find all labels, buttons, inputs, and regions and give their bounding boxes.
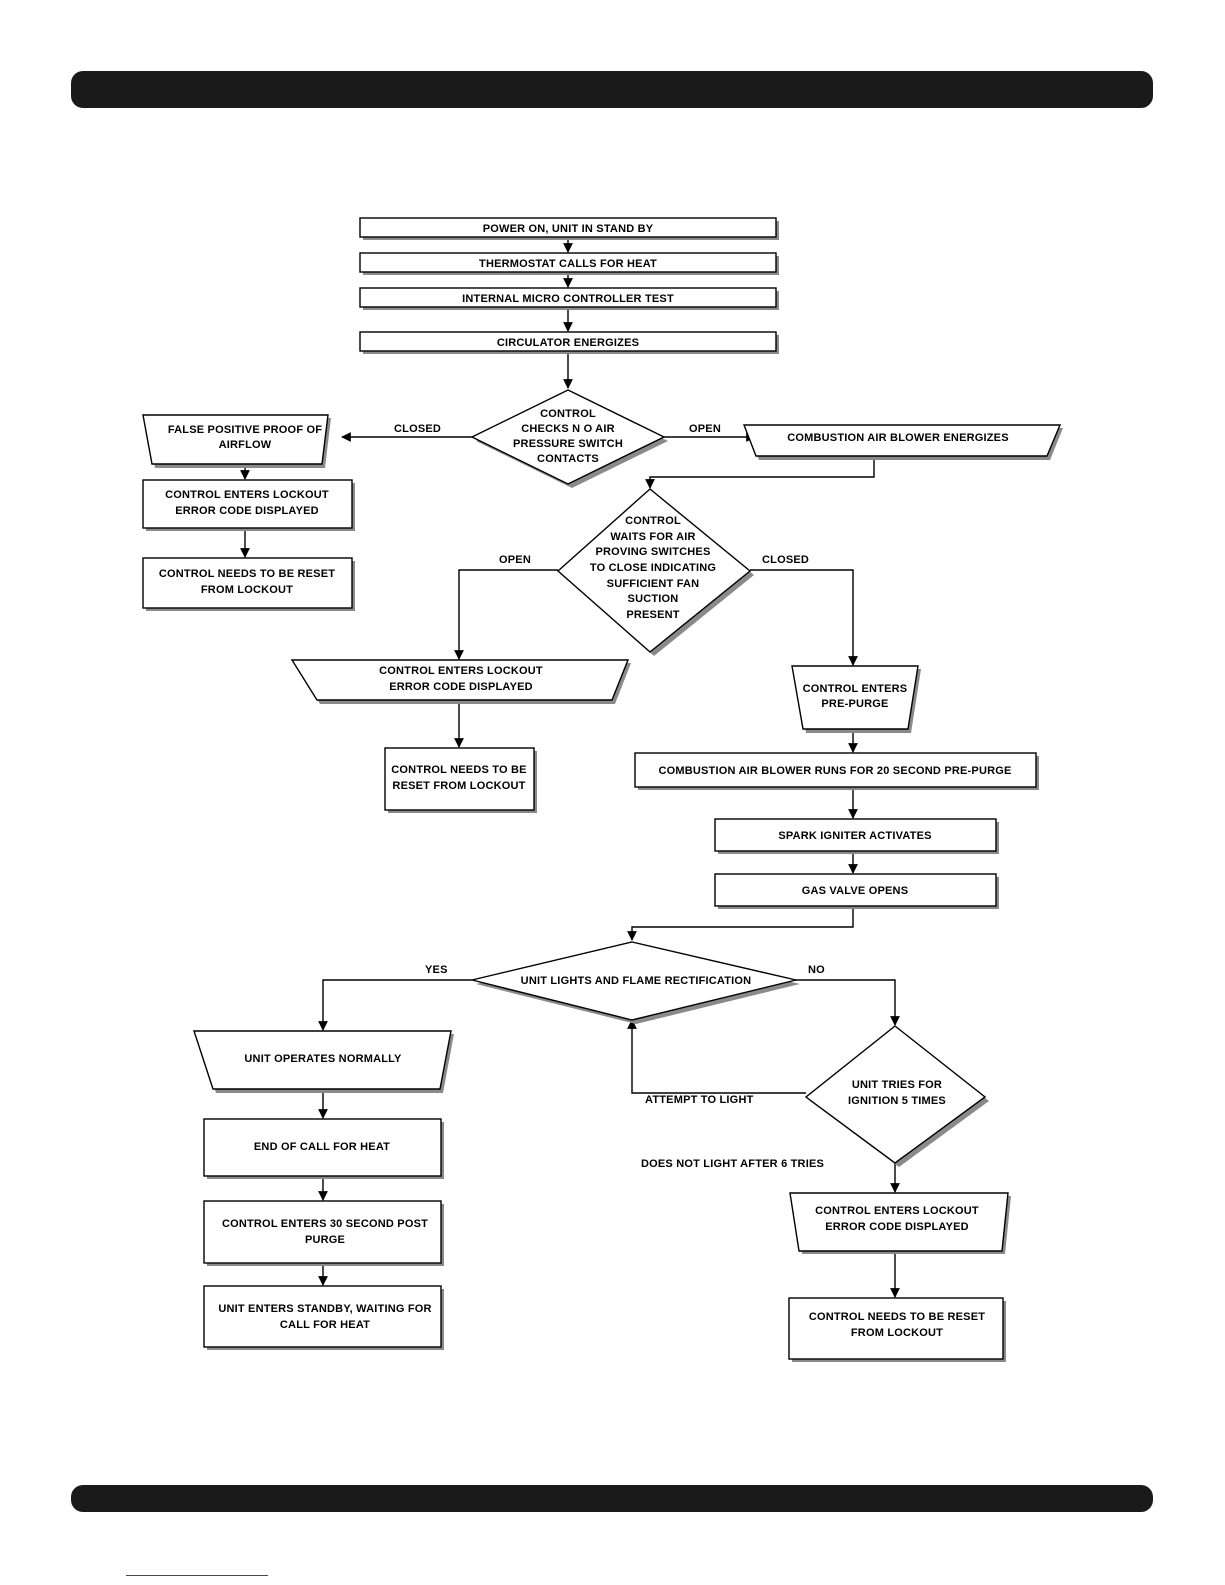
post-purge-line-2: PURGE bbox=[305, 1234, 345, 1246]
false-positive-line-2: AIRFLOW bbox=[219, 439, 272, 451]
standby-line-1: UNIT ENTERS STANDBY, WAITING FOR bbox=[218, 1303, 431, 1315]
header-bar bbox=[71, 71, 1153, 108]
wait-line-7: PRESENT bbox=[626, 609, 679, 621]
trapezoid-pre-purge bbox=[791, 665, 919, 730]
check-switch-line-1: CONTROL bbox=[540, 408, 596, 420]
edge-label-not-light: DOES NOT LIGHT AFTER 6 TRIES bbox=[641, 1158, 824, 1170]
edge-label-attempt: ATTEMPT TO LIGHT bbox=[645, 1094, 754, 1106]
arrow-wait-open bbox=[454, 569, 558, 660]
reset-1-line-2: FROM LOCKOUT bbox=[201, 584, 293, 596]
edge-label-yes: YES bbox=[425, 964, 448, 976]
box-spark bbox=[714, 818, 997, 852]
lights-text: UNIT LIGHTS AND FLAME RECTIFICATION bbox=[521, 975, 752, 987]
box-reset-3 bbox=[788, 1297, 1004, 1360]
reset-2-line-1: CONTROL NEEDS TO BE bbox=[391, 764, 526, 776]
reset-3-line-2: FROM LOCKOUT bbox=[851, 1327, 943, 1339]
operates-text: UNIT OPERATES NORMALLY bbox=[244, 1053, 402, 1065]
lockout-2-line-1: CONTROL ENTERS LOCKOUT bbox=[379, 665, 543, 677]
pre-purge-line-1: CONTROL ENTERS bbox=[803, 683, 908, 695]
box-blower-runs bbox=[634, 752, 1037, 788]
box-gas-valve bbox=[714, 873, 997, 907]
check-switch-line-3: PRESSURE SWITCH bbox=[513, 438, 623, 450]
micro-test-text: INTERNAL MICRO CONTROLLER TEST bbox=[462, 293, 674, 305]
tries-line-2: IGNITION 5 TIMES bbox=[848, 1095, 946, 1107]
box-thermostat bbox=[359, 252, 777, 273]
arrow-gas-lights bbox=[627, 905, 854, 941]
reset-2-line-2: RESET FROM LOCKOUT bbox=[392, 780, 525, 792]
box-circulator bbox=[359, 331, 777, 352]
arrow-lights-no bbox=[785, 979, 900, 1026]
power-on-text: POWER ON, UNIT IN STAND BY bbox=[483, 223, 654, 235]
reset-1-line-1: CONTROL NEEDS TO BE RESET bbox=[159, 568, 335, 580]
false-positive-line-1: FALSE POSITIVE PROOF OF bbox=[168, 424, 322, 436]
footer-link-underline bbox=[126, 1575, 268, 1576]
arrow-attempt-to-light bbox=[627, 1019, 806, 1094]
footer-bar bbox=[71, 1485, 1153, 1512]
wait-line-2: WAITS FOR AIR bbox=[610, 531, 695, 543]
post-purge-line-1: CONTROL ENTERS 30 SECOND POST bbox=[222, 1218, 428, 1230]
diamond-check-switch bbox=[470, 389, 666, 485]
shadows bbox=[146, 221, 1063, 1362]
wait-line-4: TO CLOSE INDICATING bbox=[590, 562, 716, 574]
check-switch-line-2: CHECKS N O AIR bbox=[521, 423, 614, 435]
box-reset-2 bbox=[384, 747, 535, 811]
trapezoid-operates bbox=[193, 1030, 452, 1090]
trapezoid-blower-energizes bbox=[742, 424, 1062, 457]
check-switch-line-4: CONTACTS bbox=[537, 453, 599, 465]
end-call-text: END OF CALL FOR HEAT bbox=[254, 1141, 390, 1153]
arrow-wait-closed bbox=[750, 569, 858, 666]
arrow-blower-wait bbox=[645, 456, 875, 489]
reset-3-line-1: CONTROL NEEDS TO BE RESET bbox=[809, 1311, 985, 1323]
circulator-text: CIRCULATOR ENERGIZES bbox=[497, 337, 639, 349]
wait-line-1: CONTROL bbox=[625, 515, 681, 527]
box-post-purge bbox=[203, 1200, 442, 1264]
wait-line-6: SUCTION bbox=[628, 593, 679, 605]
box-standby bbox=[203, 1285, 442, 1348]
arrow-lights-yes bbox=[318, 979, 472, 1031]
box-end-call bbox=[203, 1118, 442, 1177]
box-micro-test bbox=[359, 287, 777, 308]
edge-label-closed-1: CLOSED bbox=[394, 423, 441, 435]
lockout-3-line-2: ERROR CODE DISPLAYED bbox=[825, 1221, 969, 1233]
diamond-lights bbox=[471, 941, 797, 1021]
box-reset-1 bbox=[142, 557, 353, 609]
lockout-2-line-2: ERROR CODE DISPLAYED bbox=[389, 681, 533, 693]
edge-label-closed-2: CLOSED bbox=[762, 554, 809, 566]
standby-line-2: CALL FOR HEAT bbox=[280, 1319, 370, 1331]
trapezoid-false-positive bbox=[142, 414, 329, 465]
gas-valve-text: GAS VALVE OPENS bbox=[802, 885, 909, 897]
thermostat-text: THERMOSTAT CALLS FOR HEAT bbox=[479, 258, 657, 270]
diamond-wait-switches bbox=[556, 488, 752, 653]
diamond-tries bbox=[804, 1025, 987, 1164]
pre-purge-line-2: PRE-PURGE bbox=[821, 698, 888, 710]
edge-label-open-1: OPEN bbox=[689, 423, 721, 435]
wait-line-3: PROVING SWITCHES bbox=[595, 546, 710, 558]
box-power-on bbox=[359, 217, 777, 238]
box-lockout-1 bbox=[142, 479, 353, 529]
lockout-3-line-1: CONTROL ENTERS LOCKOUT bbox=[815, 1205, 979, 1217]
spark-text: SPARK IGNITER ACTIVATES bbox=[778, 830, 931, 842]
edge-label-no: NO bbox=[808, 964, 825, 976]
blower-runs-text: COMBUSTION AIR BLOWER RUNS FOR 20 SECOND… bbox=[658, 765, 1011, 777]
blower-energizes-text: COMBUSTION AIR BLOWER ENERGIZES bbox=[787, 432, 1009, 444]
trapezoid-lockout-3 bbox=[789, 1192, 1009, 1252]
lockout-1-line-1: CONTROL ENTERS LOCKOUT bbox=[165, 489, 329, 501]
edge-label-open-2: OPEN bbox=[499, 554, 531, 566]
lockout-1-line-2: ERROR CODE DISPLAYED bbox=[175, 505, 319, 517]
wait-line-5: SUFFICIENT FAN bbox=[607, 578, 700, 590]
tries-line-1: UNIT TRIES FOR bbox=[852, 1079, 942, 1091]
trapezoid-lockout-2 bbox=[290, 659, 630, 701]
